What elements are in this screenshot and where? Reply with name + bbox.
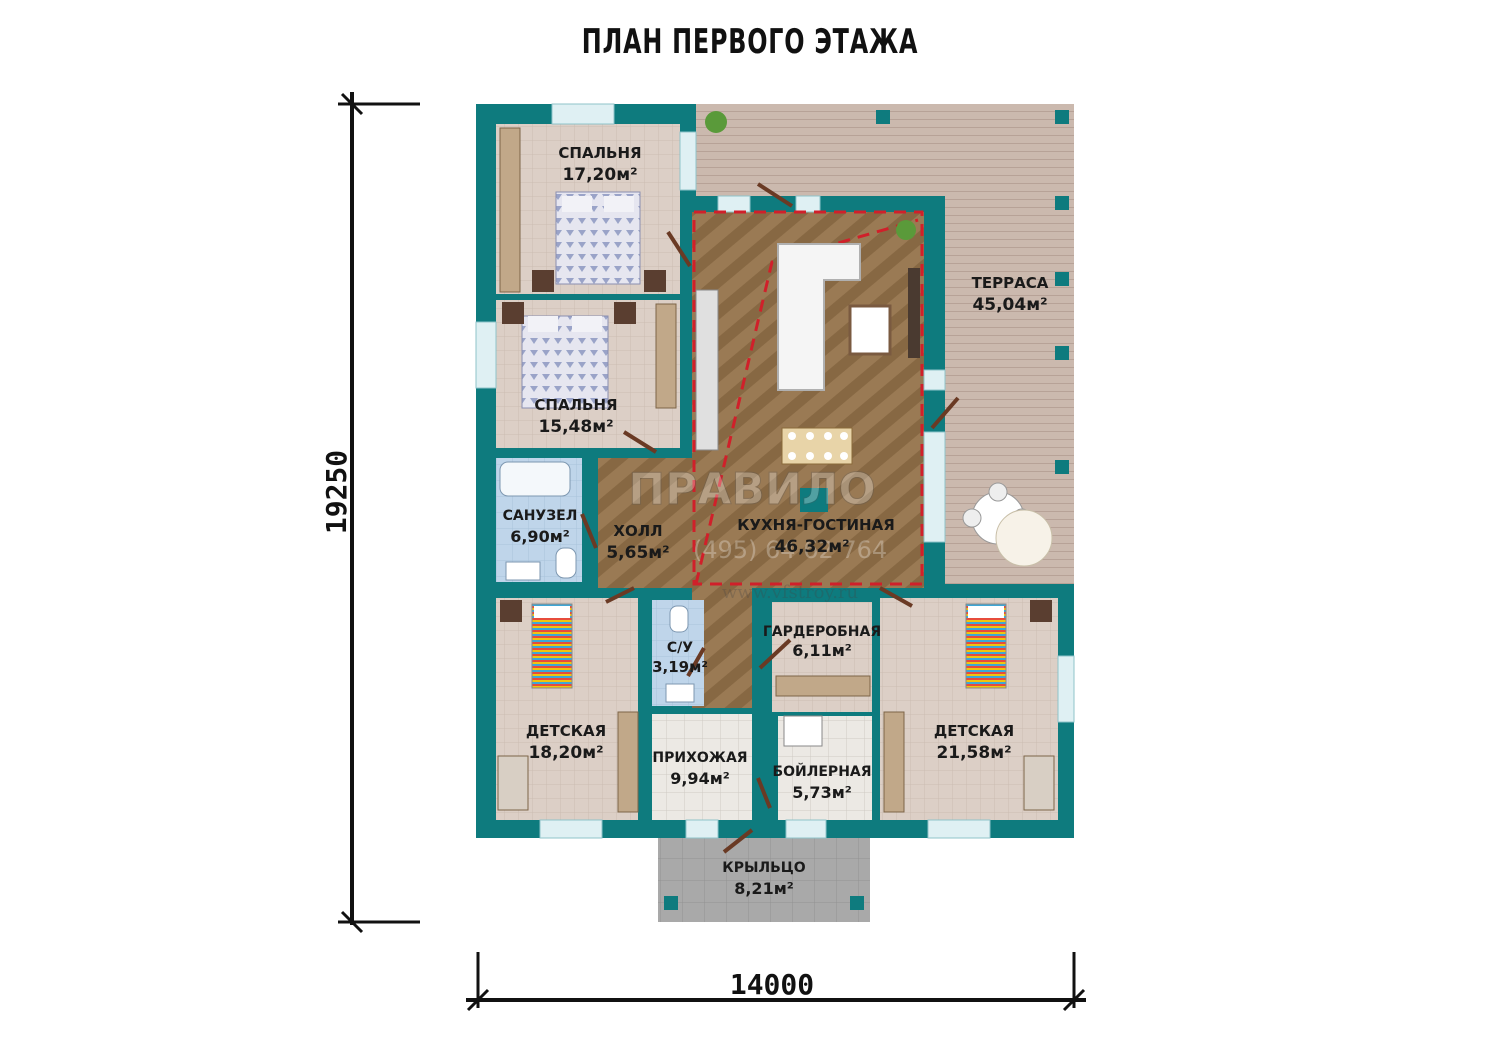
room-name: БОЙЛЕРНАЯ (772, 763, 871, 780)
height-dimension-label: 19250 (320, 450, 353, 534)
wardrobe-icon (883, 711, 905, 813)
width-dimension-label: 14000 (730, 968, 814, 1001)
room-name: ГАРДЕРОБНАЯ (763, 624, 881, 640)
room-name: С/У (667, 640, 693, 656)
wardrobe-icon (499, 127, 521, 293)
toilet-icon (555, 547, 577, 579)
plant-icon (896, 220, 916, 240)
doors (580, 182, 960, 854)
entrance-floor (652, 714, 752, 820)
clothes-rail-icon (775, 675, 871, 697)
room-name: КРЫЛЬЦО (722, 860, 805, 876)
room-area: 8,21м² (734, 879, 794, 898)
sink-icon (665, 683, 695, 703)
room-area: 15,48м² (538, 417, 613, 437)
room-area: 18,20м² (528, 743, 603, 763)
desk-icon (497, 755, 529, 811)
room-area: 45,04м² (972, 295, 1047, 315)
room-area: 5,65м² (606, 543, 669, 563)
windows (475, 103, 1075, 839)
width-dimension: 14000 (466, 952, 1086, 1012)
umbrella-icon (995, 509, 1053, 567)
room-area: 21,58м² (936, 743, 1011, 763)
sofa-icon (777, 243, 861, 391)
height-dimension: 19250 (320, 92, 420, 934)
room-name: ПРИХОЖАЯ (652, 750, 747, 766)
kids-bed-icon (500, 600, 573, 689)
room-name: САНУЗЕЛ (503, 508, 578, 524)
bathtub-icon (499, 461, 571, 497)
plant-icon (705, 111, 727, 133)
tv-icon (908, 268, 920, 358)
coffee-table-icon (848, 304, 892, 356)
room-area: 9,94м² (670, 769, 730, 788)
room-area: 6,11м² (792, 641, 852, 660)
room-name: СПАЛЬНЯ (558, 144, 641, 162)
dining-table-icon (781, 427, 853, 465)
hall-floor (598, 458, 694, 588)
boiler-icon (783, 715, 823, 747)
room-name: ДЕТСКАЯ (934, 722, 1014, 740)
room-name: ДЕТСКАЯ (526, 722, 606, 740)
watermark: ПРАВИЛО (495) 64 62 764 www.vfstroy.ru (628, 464, 887, 604)
room-name: ХОЛЛ (613, 522, 662, 540)
watermark-logo: ПРАВИЛО (628, 464, 875, 515)
wardrobe-icon (617, 711, 639, 813)
watermark-site: www.vfstroy.ru (722, 582, 858, 603)
bed-icon (502, 302, 636, 409)
porch-floor (658, 836, 870, 922)
desk-icon (1023, 755, 1055, 811)
room-area: 46,32м² (774, 537, 849, 557)
wardrobe-icon (655, 303, 677, 409)
sink-icon (505, 561, 541, 581)
fireplace-icon (800, 488, 828, 512)
room-name: ТЕРРАСА (972, 274, 1049, 292)
kids-bed-icon (965, 600, 1052, 689)
room-area: 6,90м² (510, 527, 570, 546)
kitchen-zone-outline (692, 210, 924, 586)
page-title: ПЛАН ПЕРВОГО ЭТАЖА (581, 22, 919, 62)
room-name: КУХНЯ-ГОСТИНАЯ (737, 516, 895, 534)
watermark-phone: (495) 64 62 764 (693, 536, 887, 564)
room-area: 3,19м² (652, 658, 708, 676)
room-area: 5,73м² (792, 783, 852, 802)
room-area: 17,20м² (562, 165, 637, 185)
terrace-columns (664, 110, 1069, 910)
kitchen-counter-icon (695, 289, 719, 451)
bed-icon (532, 191, 666, 292)
room-name: СПАЛЬНЯ (534, 396, 617, 414)
toilet-icon (669, 605, 689, 633)
room-labels: СПАЛЬНЯ 17,20м² СПАЛЬНЯ 15,48м² ТЕРРАСА … (503, 144, 1049, 898)
